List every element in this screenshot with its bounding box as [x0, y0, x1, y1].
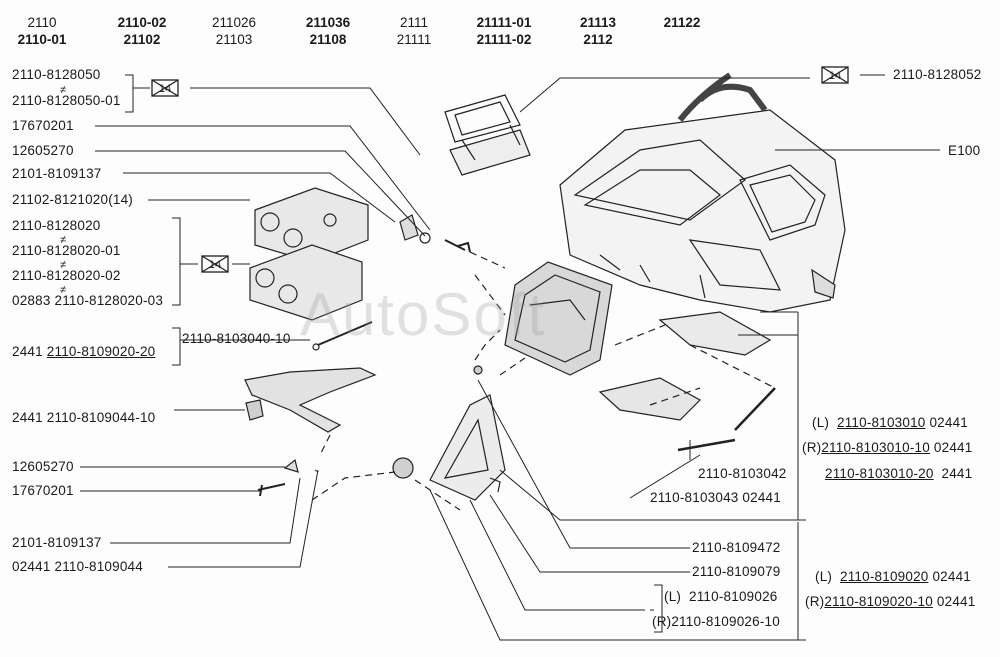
crossed-14-icon: [821, 66, 849, 84]
label-12605270-bottom: 12605270: [12, 459, 74, 474]
label-17670201-top: 17670201: [12, 118, 74, 133]
label-2110-8128052: 2110-8128052: [893, 67, 982, 82]
guide-frame-drawing: [429, 394, 506, 501]
label-2110-8109026-r: (R)2110-8109026-10: [652, 614, 780, 629]
label-2110-8109472: 2110-8109472: [692, 540, 781, 555]
label-2110-8103010-20: 2110-8103010-20 2441: [825, 466, 973, 481]
lever-bracket-drawing: [244, 321, 377, 433]
label-2110-8109020-20: 2441 2110-8109020-20: [12, 344, 156, 359]
label-2110-8128020-03: 02883 2110-8128020-03: [12, 293, 164, 308]
not-equal-icon: ≠: [60, 234, 67, 246]
label-2110-8109044: 02441 2110-8109044: [12, 559, 143, 574]
label-2110-8109020-r: (R)2110-8109020-10 02441: [805, 594, 976, 609]
label-2110-8128020: 2110-8128020: [12, 218, 101, 233]
air-duct-adaptor-drawing: [444, 94, 531, 176]
not-equal-icon: ≠: [60, 84, 67, 96]
label-2110-8103040-10: 2110-8103040-10: [182, 331, 291, 346]
label-2110-8109079: 2110-8109079: [692, 564, 781, 579]
label-17670201-bottom: 17670201: [12, 483, 74, 498]
model-header-8: 21122: [663, 15, 701, 30]
label-2101-8109137-bottom: 2101-8109137: [12, 535, 102, 550]
crossed-14-icon: [201, 255, 229, 273]
heater-unit-drawing: [559, 72, 846, 313]
label-e100: E100: [948, 143, 981, 158]
control-panel-drawings: [249, 187, 369, 321]
central-duct-drawing: [504, 261, 613, 376]
label-2101-8109137-top: 2101-8109137: [12, 166, 102, 181]
watermark: AutoSoft: [300, 281, 547, 348]
not-equal-icon: ≠: [60, 259, 67, 271]
label-12605270-top: 12605270: [12, 143, 74, 158]
label-2110-8128050: 2110-8128050: [12, 67, 101, 82]
label-2110-8128050-01: 2110-8128050-01: [12, 93, 121, 108]
label-2110-8109020-l: (L) 2110-8109020 02441: [815, 569, 971, 584]
label-2110-8109044-10: 2441 2110-8109044-10: [12, 410, 156, 425]
svg-text:14: 14: [209, 259, 221, 271]
label-2110-8128020-02: 2110-8128020-02: [12, 268, 121, 283]
crossed-symbol-icons: [151, 66, 849, 273]
label-2110-8103043: 2110-8103043 02441: [650, 490, 781, 505]
svg-text:14: 14: [829, 70, 841, 82]
label-2110-8103010-r: (R)2110-8103010-10 02441: [802, 440, 973, 455]
label-2110-8103042: 2110-8103042: [698, 466, 787, 481]
label-2110-8103010-l: (L) 2110-8103010 02441: [812, 415, 968, 430]
label-2110-8109026-l: (L) 2110-8109026: [664, 589, 778, 604]
label-2110-8128020-01: 2110-8128020-01: [12, 243, 121, 258]
not-equal-icon: ≠: [60, 284, 67, 296]
crossed-14-icon: [151, 79, 179, 97]
svg-text:14: 14: [159, 83, 171, 95]
label-21102-8121020: 21102-8121020(14): [12, 192, 133, 207]
